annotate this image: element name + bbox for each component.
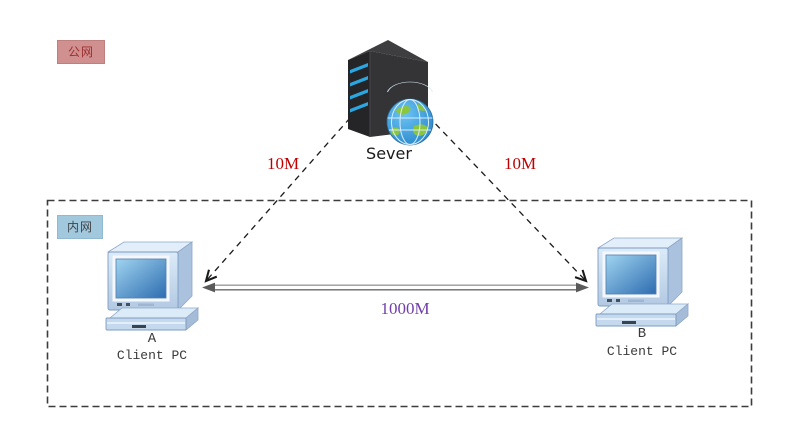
pc-b-name: B	[637, 326, 647, 342]
pc-a-name: A	[147, 331, 157, 347]
link-label-server-a: 10M	[266, 154, 300, 173]
server-icon	[348, 40, 434, 146]
public-zone-badge: 公网	[57, 40, 105, 64]
link-server-to-b	[427, 115, 588, 283]
link-label-a-b: 1000M	[380, 299, 430, 318]
server-label: Sever	[366, 144, 412, 163]
server-tower	[348, 40, 428, 137]
link-server-to-a	[204, 117, 351, 283]
pc-a-type: Client PC	[116, 348, 188, 363]
internal-zone-badge: 内网	[57, 215, 103, 239]
pc-b-type: Client PC	[606, 344, 678, 359]
link-label-server-b: 10M	[503, 154, 537, 173]
arrowhead-left	[202, 282, 215, 293]
globe-icon	[386, 81, 434, 146]
pc-b-icon	[595, 237, 690, 327]
internal-zone-border	[46, 199, 753, 408]
link-a-to-b	[202, 282, 589, 293]
pc-a-icon	[105, 241, 200, 331]
arrowhead-right	[576, 282, 589, 293]
